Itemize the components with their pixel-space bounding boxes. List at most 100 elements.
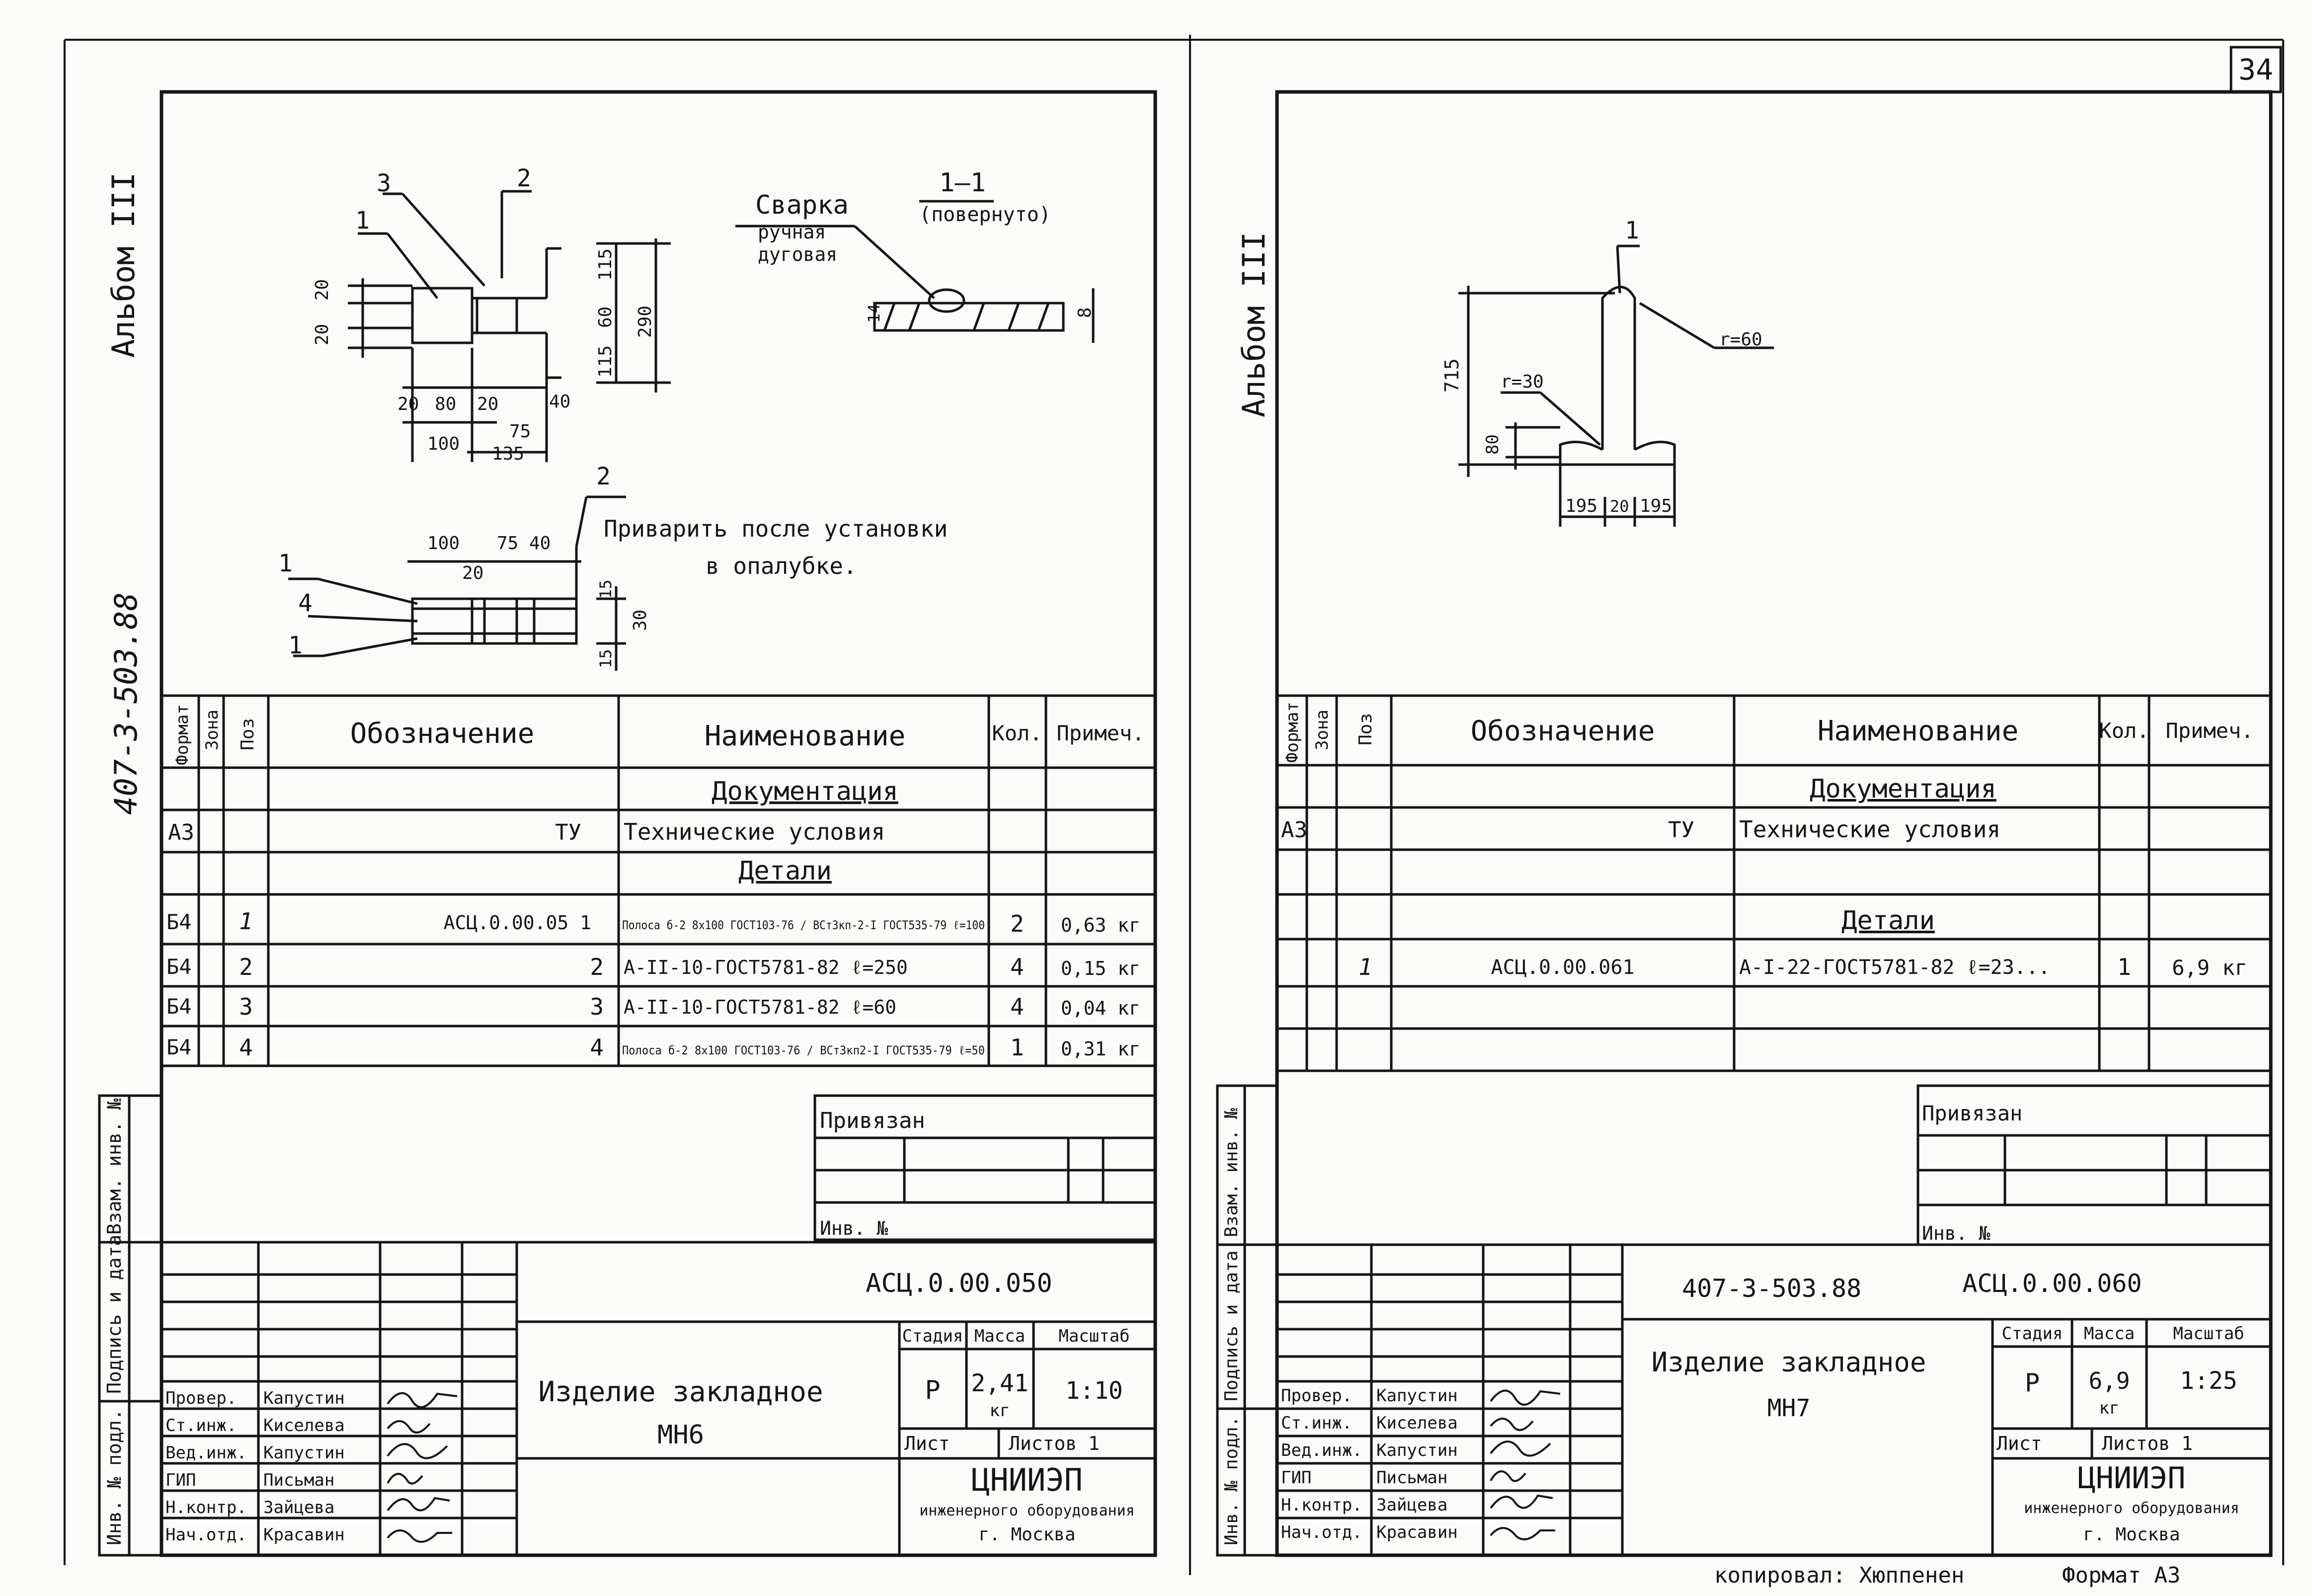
left-header-qty: Кол. [992, 721, 1042, 745]
left-row5-pos: 3 [239, 993, 253, 1020]
left-side-label-vzam: Взам. инв. № [103, 1098, 125, 1235]
right-name-1: Киселева [1376, 1413, 1458, 1433]
lower-dim-20: 20 [462, 563, 483, 583]
right-sheet: Альбом III Инв. № подл. Подпись и дата В… [1216, 90, 2273, 1588]
left-row6-name: Полоса б-2 8х100 ГОСТ103-76 / ВСт3кп2-I … [622, 1043, 985, 1057]
left-signatures [387, 1392, 458, 1543]
dim-20c: 20 [398, 394, 419, 414]
lower-callout-1a: 1 [278, 550, 293, 577]
dim-20d: 20 [477, 394, 498, 414]
right-name-0: Капустин [1376, 1386, 1458, 1406]
left-title-block: Привязан Инв. № АСЦ.0.00.050 Изделие зак… [161, 1094, 1157, 1555]
callout-1: 1 [355, 207, 370, 235]
left-plan-view [348, 190, 671, 462]
right-dim-195a: 195 [1565, 496, 1597, 516]
lower-dim-40: 40 [529, 533, 551, 554]
left-spec-table: Формат Зона Поз Обозначение Наименование… [161, 694, 1155, 1067]
sheet-number: 34 [2238, 53, 2273, 86]
left-name-2: Капустин [263, 1443, 345, 1463]
right-spec-table: Формат Зона Поз Обозначение Наименование… [1277, 694, 2271, 1072]
right-stage: Р [2025, 1368, 2040, 1397]
left-header-designation: Обозначение [350, 718, 535, 750]
right-org1: ЦНИИЭП [2078, 1461, 2186, 1496]
left-role-0: Провер. [165, 1388, 237, 1408]
left-designation: АСЦ.0.00.050 [866, 1269, 1052, 1298]
left-stage-label: Стадия [902, 1326, 963, 1346]
right-title-line1: Изделие закладное [1652, 1347, 1926, 1378]
right-stage-label: Стадия [2002, 1324, 2063, 1344]
weld-title: Сварка [755, 190, 849, 220]
right-dim-80: 80 [1483, 434, 1503, 455]
left-row3-note: 0,63 кг [1061, 914, 1140, 936]
right-role-0: Провер. [1281, 1386, 1352, 1406]
right-sheets-label: Листов 1 [2102, 1433, 2193, 1454]
right-radius-large: r=60 [1719, 329, 1762, 350]
left-row6-note: 0,31 кг [1061, 1038, 1140, 1060]
left-side-label-inv: Инв. № подл. [103, 1409, 125, 1545]
left-role-1: Ст.инж. [165, 1416, 237, 1436]
note-line1: Приварить после установки [604, 515, 948, 542]
copy-note: копировал: Хюппенен [1714, 1563, 1964, 1588]
left-mass-label: Масса [974, 1326, 1025, 1346]
left-main-frame [159, 90, 1157, 1557]
left-row6-pos: 4 [239, 1034, 253, 1061]
right-role-2: Вед.инж. [1281, 1440, 1362, 1460]
left-header-note: Примеч. [1056, 721, 1144, 745]
lower-dim-15a: 15 [596, 579, 615, 599]
left-privyazan: Привязан [820, 1108, 925, 1133]
right-main-frame [1275, 90, 2273, 1557]
left-row5-format: Б4 [166, 994, 192, 1019]
right-project-code: 407-3-503.88 [1682, 1274, 1861, 1303]
right-name-3: Письман [1376, 1468, 1447, 1488]
left-name-4: Зайцева [263, 1498, 334, 1517]
lower-dim-15b: 15 [596, 649, 615, 668]
left-row5-designation: 3 [590, 993, 604, 1020]
left-side-label-sign: Подпись и дата [103, 1235, 125, 1394]
right-album-label: Альбом III [1236, 232, 1272, 417]
left-name-5: Красавин [263, 1525, 345, 1545]
dim-100: 100 [427, 434, 460, 454]
left-row1-name: Технические условия [624, 818, 885, 845]
lower-callout-4: 4 [298, 589, 313, 617]
left-row4-name: А-II-10-ГОСТ5781-82 ℓ=250 [624, 957, 908, 978]
lower-callout-2: 2 [596, 463, 611, 490]
right-header-qty: Кол. [2099, 718, 2149, 743]
left-title-line2: МН6 [657, 1420, 704, 1450]
left-row3-format: Б4 [166, 910, 192, 934]
right-side-label-inv: Инв. № подл. [1221, 1416, 1242, 1545]
right-title-line2: МН7 [1767, 1394, 1811, 1422]
dim-115b: 115 [595, 345, 616, 378]
left-row6-qty: 1 [1010, 1034, 1024, 1061]
left-row4-designation: 2 [590, 954, 604, 980]
right-row4-pos: 1 [1358, 954, 1372, 980]
callout-2: 2 [517, 164, 531, 192]
left-row1-designation: ТУ [555, 820, 581, 845]
dim-80: 80 [435, 394, 456, 414]
right-row4-designation: АСЦ.0.00.061 [1491, 956, 1635, 979]
left-row1-format: А3 [168, 820, 194, 845]
left-header-name: Наименование [705, 720, 906, 752]
left-stage: Р [925, 1375, 940, 1405]
right-signatures [1490, 1389, 1561, 1540]
right-header-format: Формат [1282, 702, 1302, 763]
weld-line2: дуговая [758, 243, 837, 265]
dim-20b: 20 [312, 324, 332, 345]
right-name-5: Красавин [1376, 1522, 1458, 1542]
section-dim-8: 8 [1075, 307, 1095, 318]
note-line2: в опалубке. [706, 553, 857, 579]
left-name-3: Письман [263, 1470, 334, 1490]
lower-dim-100: 100 [427, 533, 460, 554]
left-role-2: Вед.инж. [165, 1443, 247, 1463]
left-scale-label: Масштаб [1058, 1326, 1129, 1346]
left-name-0: Капустин [263, 1388, 345, 1408]
format-note: Формат А3 [2062, 1563, 2180, 1588]
left-role-5: Нач.отд. [165, 1525, 247, 1545]
left-row4-qty: 4 [1010, 954, 1024, 980]
left-row-section-parts: Детали [738, 856, 832, 886]
left-album-label: Альбом III [105, 172, 142, 358]
left-row4-pos: 2 [239, 954, 253, 980]
section-dim-14: 14 [865, 304, 883, 323]
right-side-label-sign: Подпись и дата [1221, 1251, 1242, 1401]
